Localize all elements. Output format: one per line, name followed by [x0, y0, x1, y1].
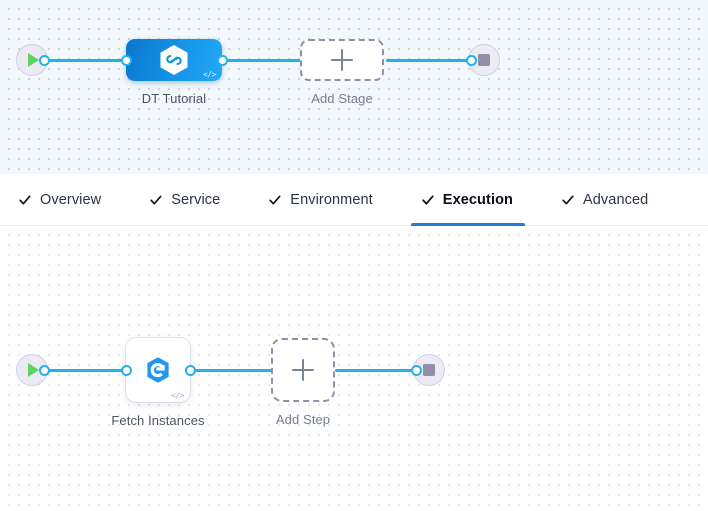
stop-icon — [478, 54, 490, 66]
stage-canvas[interactable]: </> DT Tutorial Add Stage — [0, 0, 708, 174]
stage-graph: </> DT Tutorial Add Stage — [0, 0, 708, 174]
step-node-output-port[interactable] — [185, 365, 196, 376]
edge-addstage-to-end — [386, 59, 474, 62]
edge-addstep-to-end — [335, 369, 419, 372]
tab-execution[interactable]: Execution — [410, 174, 527, 226]
stage-node-dt-tutorial[interactable]: </> — [126, 39, 222, 81]
plus-icon — [331, 49, 353, 71]
tab-overview[interactable]: Overview — [18, 174, 115, 226]
tab-service[interactable]: Service — [149, 174, 234, 226]
tab-advanced[interactable]: Advanced — [561, 174, 662, 226]
add-step-button[interactable] — [271, 338, 335, 402]
code-badge-icon: </> — [171, 391, 184, 400]
code-badge-icon: </> — [203, 70, 216, 79]
stage-end-input-port[interactable] — [466, 55, 477, 66]
stage-node-output-port[interactable] — [217, 55, 228, 66]
tab-environment[interactable]: Environment — [268, 174, 387, 226]
check-icon — [268, 193, 282, 207]
edge-start-to-stage — [44, 59, 134, 62]
tab-advanced-label: Advanced — [583, 191, 649, 208]
add-stage-label: Add Stage — [311, 91, 373, 106]
check-icon — [421, 193, 435, 207]
play-icon — [28, 363, 39, 377]
pipeline-tabbar: Overview Service Environment Execution A — [0, 174, 708, 226]
tab-service-label: Service — [171, 191, 221, 208]
step-node-label: Fetch Instances — [111, 413, 205, 428]
add-stage-button[interactable] — [300, 39, 384, 81]
edge-start-to-step — [44, 369, 140, 372]
step-canvas[interactable]: </> Fetch Instances Add Step — [0, 226, 708, 511]
harness-hexagon-icon — [160, 45, 188, 75]
stage-end-node[interactable] — [468, 44, 500, 76]
tab-overview-label: Overview — [40, 191, 102, 208]
stage-node-input-port[interactable] — [121, 55, 132, 66]
play-icon — [28, 53, 39, 67]
shell-script-e-icon — [147, 357, 169, 383]
step-graph: </> Fetch Instances Add Step — [0, 226, 708, 511]
step-node-fetch-instances[interactable]: </> — [126, 338, 190, 402]
stage-start-output-port[interactable] — [39, 55, 50, 66]
tab-execution-label: Execution — [442, 191, 513, 208]
stage-node-label: DT Tutorial — [141, 91, 207, 106]
check-icon — [18, 193, 32, 207]
step-end-input-port[interactable] — [411, 365, 422, 376]
step-start-output-port[interactable] — [39, 365, 50, 376]
check-icon — [561, 193, 575, 207]
add-step-label: Add Step — [275, 412, 331, 427]
edge-step-to-addstep — [186, 369, 282, 372]
check-icon — [149, 193, 163, 207]
step-node-input-port[interactable] — [121, 365, 132, 376]
stage-start-node[interactable] — [16, 44, 48, 76]
tab-environment-label: Environment — [290, 191, 373, 208]
stop-icon — [423, 364, 435, 376]
edge-stage-to-addstage — [218, 59, 304, 62]
plus-icon — [292, 359, 314, 381]
